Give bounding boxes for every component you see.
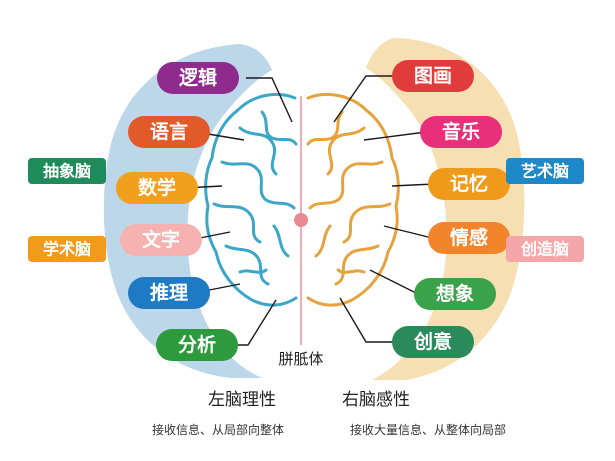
right-caption-title: 右脑感性 (342, 390, 410, 410)
pill-memory-label: 记忆 (450, 172, 488, 195)
left-fold (260, 110, 298, 146)
pill-emotion-label: 情感 (450, 226, 488, 249)
left-hemisphere (204, 92, 298, 307)
pill-imagination-bg (414, 278, 496, 310)
leader-line (339, 297, 396, 343)
pill-creativity: 创意 (392, 326, 474, 358)
callosum-dot (294, 213, 308, 227)
leader-line (369, 269, 419, 295)
left-hemisphere-outline (204, 92, 298, 307)
pill-text: 文字 (120, 224, 202, 256)
callosum-label: 胼胝体 (278, 350, 323, 368)
left-caption-subtitle: 接收信息、从局部向整体 (152, 422, 284, 437)
pill-math-label: 数学 (138, 176, 176, 199)
pill-memory-bg (428, 168, 510, 200)
pill-math-bg (116, 172, 198, 204)
left-fold (238, 126, 278, 176)
tag-academic-brain-label: 学术脑 (43, 240, 91, 259)
right-caption-subtitle: 接收大量信息、从整体向局部 (350, 422, 506, 437)
right-hemisphere (306, 92, 400, 307)
right-leaders (333, 75, 435, 343)
pill-imagination: 想象 (414, 278, 496, 310)
right-pills: 图画 音乐 记忆 情感 想象 创意 (392, 60, 510, 358)
pill-music: 音乐 (420, 116, 502, 148)
left-fold (220, 160, 296, 210)
pill-emotion: 情感 (428, 222, 510, 254)
pill-reasoning: 推理 (128, 277, 210, 309)
tag-academic-brain: 学术脑 (28, 236, 106, 262)
tag-art-brain-label: 艺术脑 (521, 162, 569, 181)
right-fold (336, 268, 366, 274)
pill-text-bg (120, 224, 202, 256)
tag-creative-brain-bg (506, 236, 584, 262)
pill-math: 数学 (116, 172, 198, 204)
leader-line (333, 75, 392, 123)
left-fold (238, 268, 268, 274)
left-pills: 逻辑 语言 数学 文字 推理 分析 (116, 62, 239, 361)
tag-abstract-brain-label: 抽象脑 (43, 162, 91, 181)
leader-line (391, 183, 435, 187)
tag-abstract-brain-bg (28, 158, 106, 184)
pill-drawing-bg (392, 60, 474, 92)
right-fold (342, 202, 392, 244)
leader-line (246, 77, 293, 123)
pill-emotion-bg (428, 222, 510, 254)
pill-music-bg (420, 116, 502, 148)
left-fold (272, 224, 290, 258)
pill-creativity-label: 创意 (413, 330, 452, 353)
pill-logic-label: 逻辑 (179, 66, 217, 89)
right-fold (306, 110, 344, 146)
pill-language-bg (128, 116, 210, 148)
right-fold (314, 224, 332, 258)
pill-reasoning-label: 推理 (150, 281, 188, 304)
pill-imagination-label: 想象 (436, 282, 474, 305)
pill-text-label: 文字 (142, 228, 180, 251)
right-fold (334, 244, 380, 286)
right-fold (308, 160, 384, 210)
pill-music-label: 音乐 (442, 120, 480, 143)
pill-analysis: 分析 (156, 329, 238, 361)
pill-memory: 记忆 (428, 168, 510, 200)
pill-language: 语言 (128, 116, 210, 148)
pill-analysis-bg (156, 329, 238, 361)
pill-drawing-label: 图画 (414, 65, 452, 87)
pill-creativity-bg (392, 326, 474, 358)
left-fold (224, 244, 270, 286)
pill-language-label: 语言 (150, 120, 188, 143)
tag-abstract-brain: 抽象脑 (28, 158, 106, 184)
tag-creative-brain: 创造脑 (506, 236, 584, 262)
pill-reasoning-bg (128, 277, 210, 309)
tag-creative-brain-label: 创造脑 (520, 240, 569, 259)
left-caption-title: 左脑理性 (208, 390, 276, 410)
pill-logic-bg (157, 62, 239, 94)
tag-academic-brain-bg (28, 236, 106, 262)
leader-line (363, 131, 427, 141)
pill-analysis-label: 分析 (178, 333, 216, 356)
tag-art-brain-bg (506, 158, 584, 184)
pill-drawing: 图画 (392, 60, 474, 92)
left-fold (212, 202, 262, 244)
tag-art-brain: 艺术脑 (506, 158, 584, 184)
right-fold (326, 126, 366, 176)
pill-logic: 逻辑 (157, 62, 239, 94)
leader-line (383, 225, 433, 239)
right-hemisphere-outline (306, 92, 400, 307)
